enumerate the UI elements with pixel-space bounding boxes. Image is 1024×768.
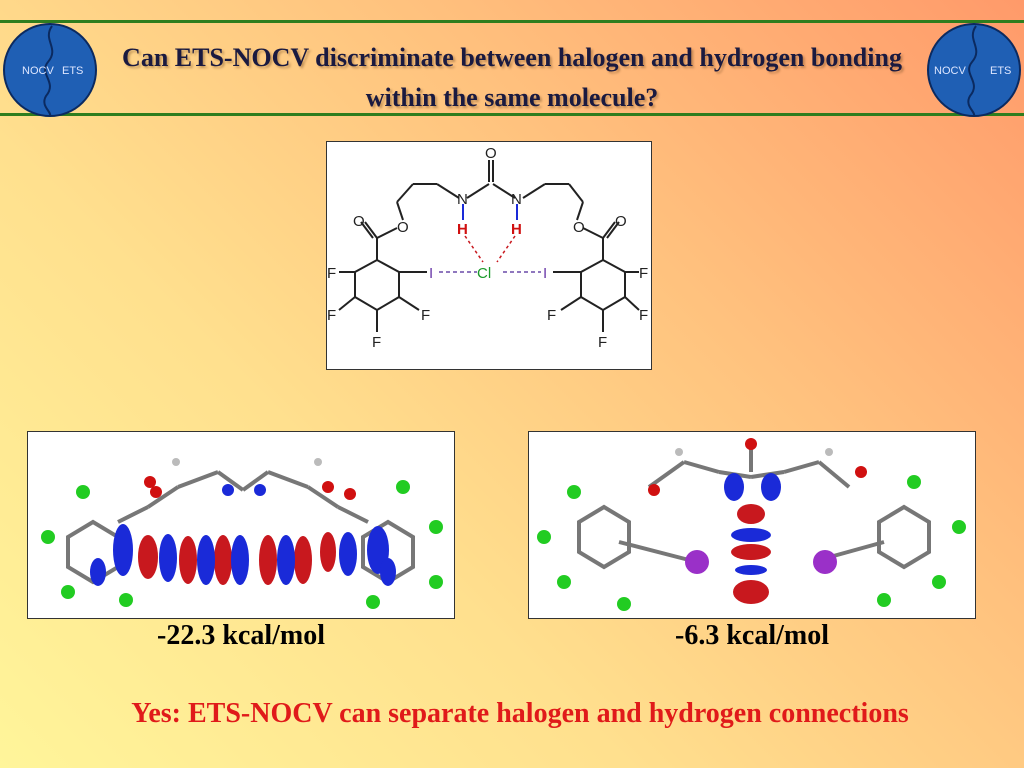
- label-chlorine: Cl: [477, 265, 491, 282]
- label-oxygen-right-carbonyl: O: [615, 213, 627, 230]
- nocv-halogen-density-image: [41, 458, 443, 609]
- energy-hydrogen: -6.3 kcal/mol: [675, 620, 829, 651]
- label-hydrogen-right: H: [511, 221, 522, 238]
- label-nitrogen-right: N: [511, 191, 522, 208]
- label-nitrogen-left: N: [457, 191, 468, 208]
- title-band: [0, 20, 1024, 116]
- logo-left-ets-label: ETS: [62, 65, 83, 77]
- nocv-halogen-panel: [27, 431, 455, 619]
- conclusion-text: Yes: ETS-NOCV can separate halogen and h…: [131, 698, 909, 729]
- label-iodine-right: I: [543, 265, 547, 282]
- label-hydrogen-left: H: [457, 221, 468, 238]
- label-fluorine-left-2: F: [327, 307, 336, 324]
- ets-nocv-logo-left: NOCV ETS: [3, 23, 97, 117]
- slide-title: Can ETS-NOCV discriminate between haloge…: [122, 43, 902, 112]
- label-oxygen-left-carbonyl: O: [353, 213, 365, 230]
- label-oxygen-right-ester: O: [573, 219, 585, 236]
- nocv-hydrogen-density-image: [537, 438, 966, 611]
- chemical-structure-panel: O N N H H Cl I I O O O O F F F F F F F F: [326, 141, 652, 370]
- label-fluorine-left-3: F: [421, 307, 430, 324]
- logo-left-nocv-label: NOCV: [22, 65, 54, 77]
- energy-halogen: -22.3 kcal/mol: [157, 620, 325, 651]
- label-fluorine-right-2: F: [639, 307, 648, 324]
- chemical-structure-diagram: O N N H H Cl I I O O O O F F F F F F F F: [327, 145, 648, 351]
- logo-right-nocv-label: NOCV: [934, 65, 966, 77]
- label-fluorine-right-1: F: [639, 265, 648, 282]
- label-oxygen-left-ester: O: [397, 219, 409, 236]
- label-fluorine-right-4: F: [598, 334, 607, 351]
- ets-nocv-logo-right: NOCV ETS: [927, 23, 1021, 117]
- label-iodine-left: I: [429, 265, 433, 282]
- label-fluorine-left-1: F: [327, 265, 336, 282]
- label-oxygen-top: O: [485, 145, 497, 162]
- nocv-hydrogen-panel: [528, 431, 976, 619]
- label-fluorine-right-3: F: [547, 307, 556, 324]
- logo-right-ets-label: ETS: [990, 65, 1011, 77]
- label-fluorine-left-4: F: [372, 334, 381, 351]
